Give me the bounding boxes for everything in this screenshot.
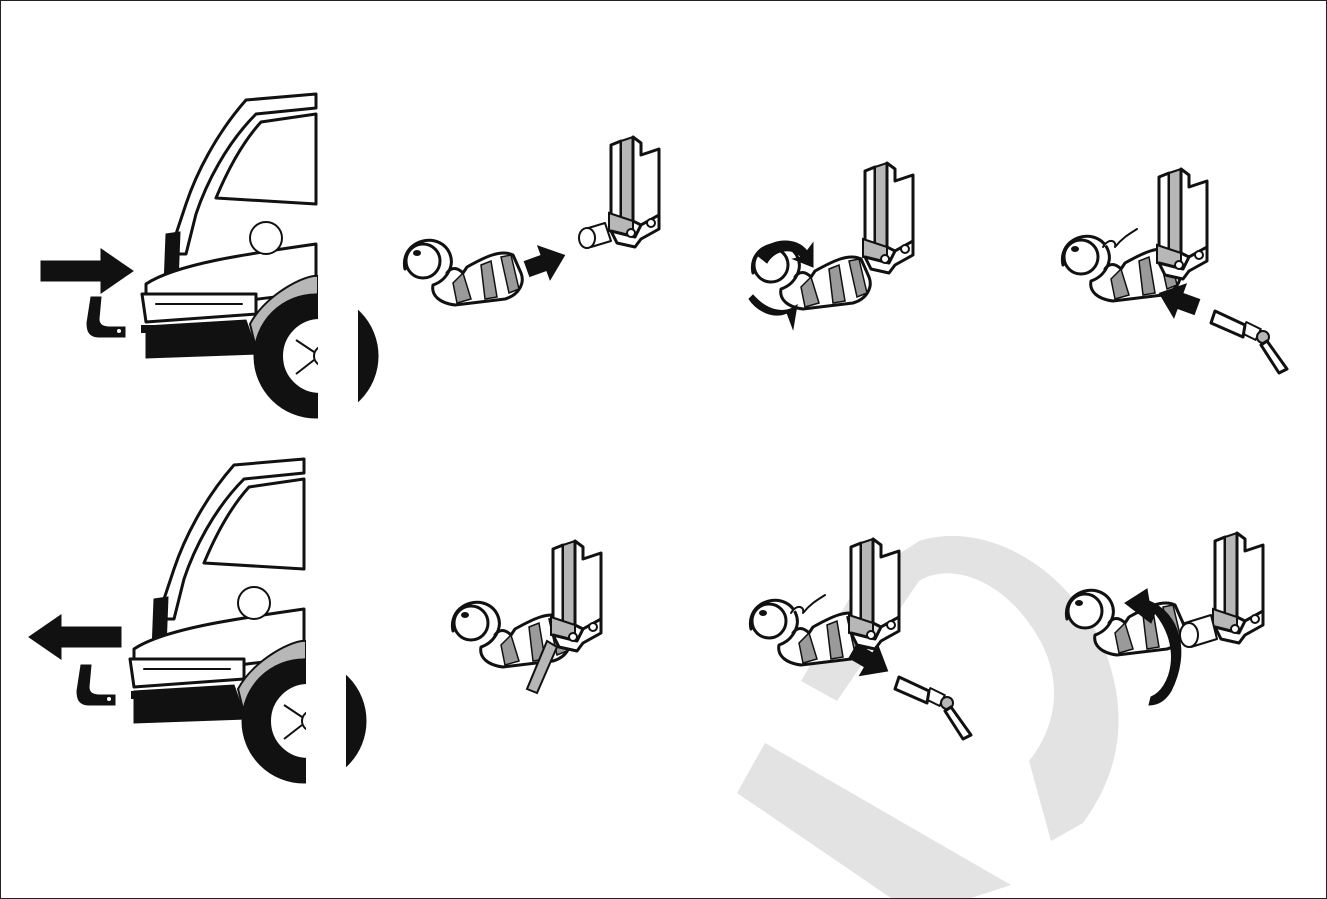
- socket-fitting: [579, 223, 611, 248]
- socket-bracket: [609, 137, 659, 247]
- cable-mark-icon: [1103, 229, 1137, 247]
- watermark-i-stroke: [737, 743, 1011, 898]
- row-fitting: [41, 94, 1287, 434]
- cable-mark-icon: [791, 595, 825, 613]
- watermark-logo: [737, 536, 1119, 898]
- socket-fitting: [1180, 615, 1217, 647]
- push-arrow-icon: [521, 238, 571, 286]
- socket-bracket: [863, 163, 913, 273]
- step-rotate-to-lock: [749, 163, 913, 329]
- car-rear-illustration: [130, 459, 366, 799]
- car-rear-illustration: [142, 94, 378, 434]
- step-insert-ball: [404, 137, 659, 305]
- socket-bracket: [1213, 533, 1263, 643]
- socket-bracket: [849, 539, 899, 649]
- lock-pin: [1211, 311, 1287, 373]
- tow-ball: [404, 240, 522, 305]
- arrow-left-icon: [29, 615, 121, 659]
- step-insert-lock-pin: [1062, 169, 1287, 373]
- arrow-right-icon: [41, 249, 133, 293]
- socket-bracket: [551, 541, 601, 651]
- lock-pin: [895, 677, 971, 739]
- socket-bracket: [1157, 169, 1207, 279]
- step-release-lever: [452, 541, 601, 693]
